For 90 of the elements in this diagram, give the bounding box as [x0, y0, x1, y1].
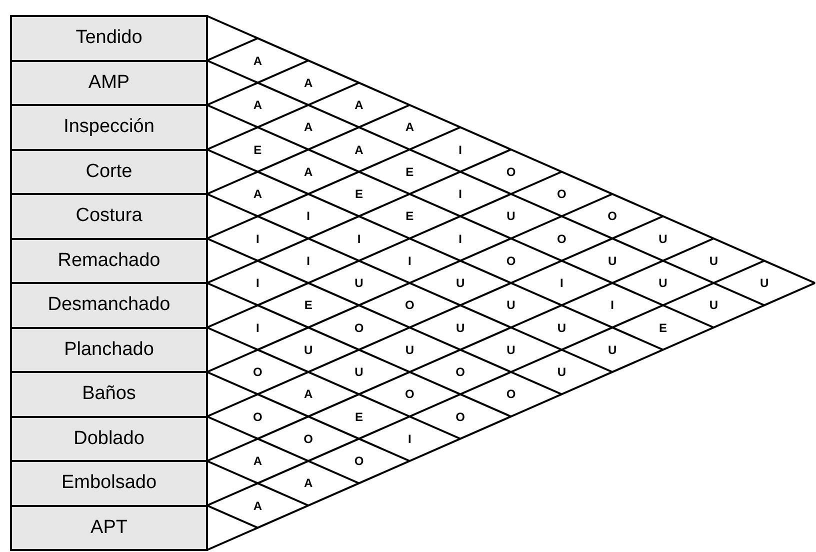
relationship-code: U: [405, 344, 414, 356]
relationship-code: I: [458, 232, 462, 244]
relationship-code: U: [557, 322, 566, 334]
relationship-code: I: [610, 299, 614, 312]
relationship-code: U: [709, 254, 718, 267]
relationship-code: E: [355, 410, 363, 422]
relationship-code: O: [456, 366, 465, 378]
relationship-code: I: [306, 210, 310, 222]
department-name: Remachado: [58, 250, 160, 272]
relationship-code: O: [354, 455, 364, 467]
department-name: APT: [90, 516, 128, 539]
relationship-code: U: [608, 344, 617, 356]
department-box: [10, 15, 208, 62]
department-name: Desmanchado: [48, 294, 170, 316]
relationship-code: U: [658, 232, 668, 244]
relationship-code: A: [354, 144, 364, 156]
relationship-code: U: [557, 366, 566, 378]
relationship-code: O: [404, 299, 414, 312]
relationship-code: U: [354, 366, 364, 378]
department-name: Costura: [76, 205, 142, 228]
relationship-code: U: [658, 277, 668, 289]
relationship-code: U: [506, 299, 516, 312]
relationship-code: O: [506, 388, 516, 400]
relationship-code: I: [408, 254, 412, 267]
relationship-code: A: [253, 54, 262, 66]
relationship-code: E: [659, 322, 667, 334]
relationship-code: A: [253, 99, 262, 111]
relationship-code: A: [253, 500, 262, 512]
department-box: [10, 371, 208, 418]
relationship-code: I: [560, 277, 564, 289]
department-name: Inspección: [64, 116, 154, 138]
department-box: [10, 460, 208, 506]
relationship-code: I: [357, 232, 361, 244]
relationship-code: I: [256, 322, 260, 334]
relationship-code: E: [355, 188, 363, 200]
relationship-code: A: [253, 455, 262, 467]
department-name: Embolsado: [61, 472, 157, 494]
relationship-code: E: [406, 210, 414, 222]
relationship-code: A: [304, 388, 313, 400]
relationship-code: A: [405, 121, 414, 134]
relationship-code: A: [304, 166, 313, 178]
department-box: [10, 238, 208, 284]
relationship-code: O: [456, 410, 465, 422]
department-box: [10, 193, 208, 240]
relationship-code: U: [456, 277, 465, 289]
relationship-code: I: [458, 188, 462, 200]
relationship-code: O: [354, 322, 364, 334]
relationship-code: E: [254, 144, 262, 156]
relationship-code: O: [404, 388, 414, 400]
relationship-code: I: [408, 432, 412, 445]
relationship-code: U: [760, 277, 769, 289]
relationship-code: U: [456, 322, 465, 334]
relationship-code: U: [354, 277, 364, 289]
relationship-code: O: [252, 410, 262, 422]
relationship-code: O: [556, 188, 566, 200]
relationship-code: O: [252, 366, 262, 378]
relationship-code: U: [506, 344, 516, 356]
relationship-code: E: [406, 166, 414, 178]
department-name: AMP: [88, 72, 130, 94]
relationship-code: U: [709, 299, 718, 312]
relationship-code: A: [304, 477, 313, 490]
department-box: [10, 148, 208, 195]
relationship-code: U: [304, 344, 313, 356]
relationship-code: A: [253, 188, 262, 200]
relationship-code: O: [304, 432, 313, 445]
relationship-code: O: [608, 210, 617, 222]
department-box: [10, 504, 208, 551]
relationship-code: I: [458, 144, 462, 156]
relationship-code: O: [506, 166, 516, 178]
relationship-code: I: [306, 254, 310, 267]
relationship-code: A: [304, 76, 313, 89]
department-box: [10, 104, 208, 150]
relationship-code: O: [556, 232, 566, 244]
department-box: [10, 326, 208, 373]
department-name: Tendido: [76, 27, 142, 50]
relationship-code: I: [256, 232, 260, 244]
relationship-code: A: [304, 121, 313, 134]
department-name: Baños: [82, 383, 136, 406]
department-box: [10, 416, 208, 462]
relationship-code: E: [304, 299, 312, 312]
relationship-code: A: [354, 99, 364, 111]
department-name: Doblado: [74, 428, 144, 450]
department-box: [10, 282, 208, 328]
department-name: Corte: [86, 160, 132, 183]
relationship-code: U: [608, 254, 617, 267]
relationship-code: O: [506, 254, 516, 267]
relationship-code: U: [506, 210, 516, 222]
department-name: Planchado: [64, 338, 154, 361]
department-box: [10, 60, 208, 106]
relationship-code: I: [256, 277, 260, 289]
